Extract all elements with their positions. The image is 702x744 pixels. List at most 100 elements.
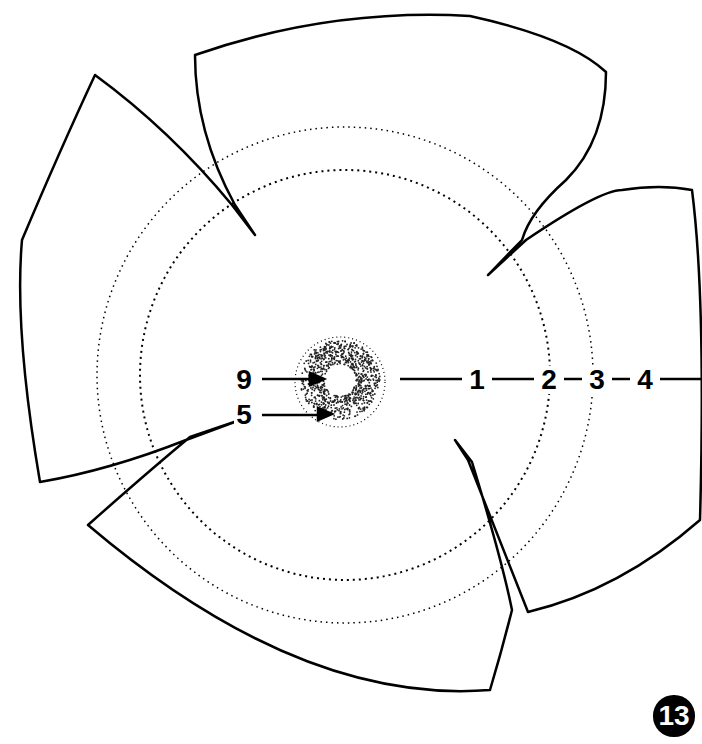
stipple-dot [312, 387, 314, 389]
stipple-dot [365, 375, 367, 377]
stipple-dot [325, 352, 327, 354]
stipple-dot [304, 388, 306, 390]
stipple-dot [375, 374, 377, 376]
stipple-dot [340, 411, 342, 413]
stipple-dot [370, 363, 372, 365]
stipple-dot [310, 399, 312, 401]
stipple-dot [366, 354, 368, 356]
stipple-dot [349, 404, 351, 406]
stipple-dot [317, 364, 319, 366]
stipple-dot [324, 346, 326, 348]
stipple-dot [314, 388, 316, 390]
callout-number: 1 [467, 366, 487, 394]
stipple-dot [348, 357, 350, 359]
stipple-dot [350, 365, 352, 367]
stipple-dot [355, 359, 357, 361]
stipple-dot [321, 354, 323, 356]
stipple-dot [374, 393, 376, 395]
stipple-dot [339, 345, 341, 347]
stipple-dot [326, 389, 328, 391]
stipple-dot [358, 407, 360, 409]
stipple-dot [353, 396, 355, 398]
stipple-dot [313, 403, 315, 405]
stipple-dot [305, 396, 307, 398]
stipple-dot [338, 410, 340, 412]
stipple-dot [360, 373, 362, 375]
stipple-dot [343, 357, 345, 359]
stipple-dot [363, 410, 365, 412]
stipple-dot [373, 382, 375, 384]
stipple-dot [330, 342, 332, 344]
stipple-dot [317, 387, 319, 389]
stipple-dot [344, 401, 346, 403]
stipple-dot [330, 407, 332, 409]
stipple-dot [304, 394, 306, 396]
stipple-dot [352, 392, 354, 394]
stipple-dot [316, 360, 318, 362]
stipple-dot [357, 353, 359, 355]
stipple-dot [321, 360, 323, 362]
stipple-dot [324, 406, 326, 408]
stipple-dot [337, 363, 339, 365]
stipple-dot [352, 398, 354, 400]
stipple-dot [367, 351, 369, 353]
stipple-dot [317, 359, 319, 361]
stipple-dot [340, 344, 342, 346]
stipple-dot [305, 360, 307, 362]
callout-number: 3 [587, 366, 607, 394]
stipple-dot [337, 416, 339, 418]
stipple-dot [333, 415, 335, 417]
stipple-dot [367, 371, 369, 373]
stipple-dot [318, 395, 320, 397]
stipple-dot [371, 391, 373, 393]
stipple-dot [331, 357, 333, 359]
stipple-dot [322, 397, 324, 399]
stipple-dot [316, 404, 318, 406]
stipple-dot [350, 361, 352, 363]
stipple-dot [353, 350, 355, 352]
stipple-dot [328, 344, 330, 346]
stipple-dot [360, 355, 362, 357]
stipple-dot [379, 376, 381, 378]
stipple-dot [362, 346, 364, 348]
stipple-dot [302, 381, 304, 383]
stipple-dot [356, 374, 358, 376]
central-dotted-circle [295, 337, 385, 427]
stipple-dot [334, 342, 336, 344]
stipple-dot [351, 364, 353, 366]
stipple-dot [310, 369, 312, 371]
stipple-dot [355, 415, 357, 417]
stipple-dot [360, 377, 362, 379]
stippled-ring [300, 340, 381, 420]
stipple-dot [335, 395, 337, 397]
stipple-dot [328, 358, 330, 360]
stipple-dot [346, 395, 348, 397]
stipple-dot [349, 400, 351, 402]
stipple-dot [318, 357, 320, 359]
stipple-dot [345, 355, 347, 357]
stipple-dot [318, 395, 320, 397]
stipple-dot [320, 354, 322, 356]
stipple-dot [353, 366, 355, 368]
stipple-dot [306, 392, 308, 394]
stipple-dot [343, 347, 345, 349]
stipple-dot [347, 365, 349, 367]
stipple-dot [330, 361, 332, 363]
stipple-dot [314, 410, 316, 412]
stipple-dot [320, 349, 322, 351]
stipple-dot [349, 409, 351, 411]
stipple-dot [349, 346, 351, 348]
stipple-dot [349, 346, 351, 348]
stipple-dot [358, 347, 360, 349]
stipple-dot [370, 368, 372, 370]
stipple-dot [350, 353, 352, 355]
stipple-dot [341, 357, 343, 359]
stipple-dot [363, 407, 365, 409]
stipple-dot [304, 386, 306, 388]
stipple-dot [370, 387, 372, 389]
stipple-dot [363, 396, 365, 398]
stipple-dot [351, 363, 353, 365]
stipple-dot [318, 366, 320, 368]
outer-dotted-ring [97, 127, 593, 623]
stipple-dot [357, 360, 359, 362]
